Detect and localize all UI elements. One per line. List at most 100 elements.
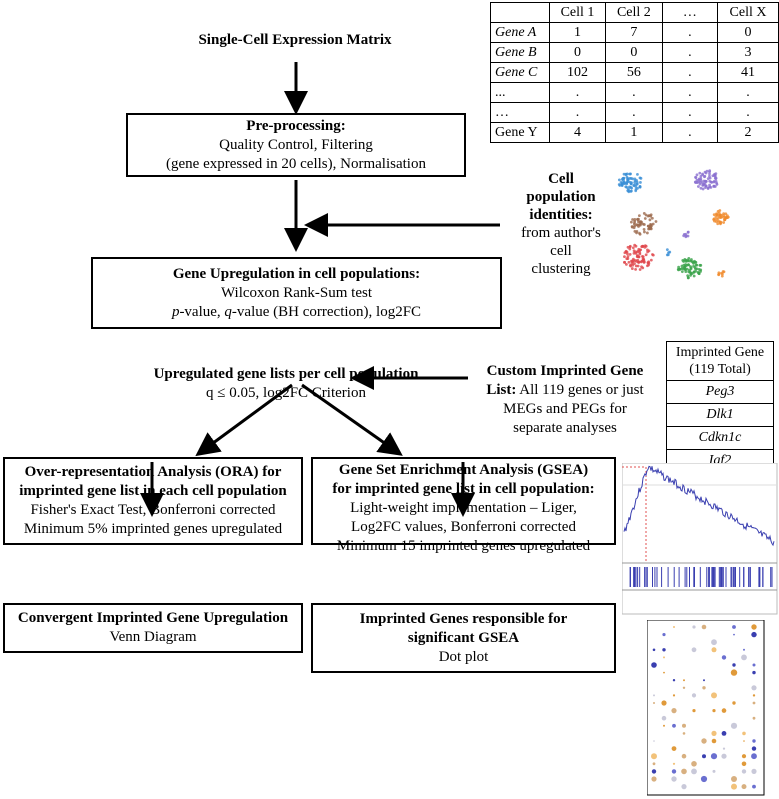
cluster-dot — [694, 175, 697, 179]
cluster-dot — [644, 244, 648, 248]
dot-plot-dot — [721, 731, 727, 736]
cluster-dot — [624, 262, 628, 266]
cluster-dot — [633, 217, 637, 221]
dot-plot-dot — [751, 631, 757, 638]
dot-plot-dot — [742, 731, 746, 736]
ora-line2: Minimum 5% imprinted genes upregulated — [23, 521, 283, 537]
matrix-cell-value: . — [661, 22, 719, 43]
cluster-dot — [627, 187, 630, 191]
cluster-dot — [630, 262, 634, 265]
dot-plot-frame — [647, 620, 765, 796]
cluster-dot — [667, 251, 670, 255]
dot-plot-dot — [671, 769, 677, 774]
dot-plot-dot — [661, 700, 667, 706]
cluster-dot — [678, 267, 682, 271]
custom-list-title-1: Custom Imprinted Gene — [486, 363, 644, 379]
matrix-cell-value: 0 — [548, 42, 607, 63]
cluster-dot — [714, 176, 718, 180]
dot-plot-dot — [663, 656, 665, 659]
cluster-dot — [629, 189, 633, 193]
dot-plot-dot — [732, 625, 736, 629]
matrix-gene-name: ... — [490, 82, 550, 103]
dot-plot-dot — [692, 709, 696, 713]
dot-plot-dot — [741, 761, 747, 767]
dot-plot-dot — [733, 633, 735, 636]
dot-plot-dot — [751, 753, 757, 760]
ora-title-2: imprinted gene list in each cell populat… — [19, 483, 287, 499]
dot-plot-dot — [721, 655, 727, 660]
cluster-dot — [634, 267, 637, 271]
cluster-dot — [686, 276, 690, 280]
cluster-dot — [716, 214, 720, 217]
dot-plot-dot — [752, 670, 756, 675]
upregulated-lists-line1: q ≤ 0.05, log2FC Criterion — [206, 385, 366, 401]
cluster-dot — [641, 254, 644, 258]
gsea-box: Gene Set Enrichment Analysis (GSEA) for … — [311, 457, 616, 554]
responsible-box: Imprinted Genes responsible for signific… — [311, 603, 616, 673]
ora-line1: Fisher's Exact Test, Bonferroni correcte… — [30, 502, 276, 518]
cluster-dot — [712, 179, 716, 183]
cluster-dot — [710, 180, 714, 184]
cluster-dot — [645, 231, 649, 235]
cluster-dot — [702, 183, 705, 187]
cluster-dot — [699, 270, 702, 273]
cluster-dot — [694, 263, 698, 267]
responsible-title-2: significant GSEA — [407, 629, 520, 646]
dot-plot-dot — [752, 716, 756, 720]
matrix-cell-value: 0 — [717, 22, 779, 43]
dot-plot-dot — [691, 693, 697, 698]
cluster-dot — [631, 218, 634, 221]
matrix-gene-name: Gene Y — [490, 122, 550, 143]
dot-plot-dot — [711, 738, 717, 744]
cluster-dot — [634, 185, 638, 188]
cluster-dot — [712, 184, 716, 188]
cluster-dot — [622, 172, 626, 176]
cluster-dot — [649, 214, 653, 218]
gsea-plot-frame — [622, 463, 778, 615]
preprocessing-line2: (gene expressed in 20 cells), Normalisat… — [166, 155, 426, 172]
cluster-dot — [635, 255, 639, 258]
arrow-to-ora — [195, 383, 293, 457]
matrix-cell-value: . — [717, 102, 779, 123]
ora-title-1: Over-representation Analysis (ORA) for — [24, 464, 282, 480]
upregulated-lists: Upregulated gene lists per cell populati… — [100, 365, 472, 403]
cluster-dot — [697, 272, 701, 276]
cluster-dot — [704, 171, 708, 175]
custom-list-text: Custom Imprinted Gene List: All 119 gene… — [470, 362, 660, 438]
cluster-dot — [635, 182, 638, 186]
dot-plot-image — [647, 620, 765, 796]
cluster-dot — [644, 253, 648, 257]
cluster-dot — [708, 172, 711, 176]
cluster-dot — [717, 273, 721, 277]
imprinted-gene-row: Peg3 — [666, 380, 774, 404]
matrix-cell-value: . — [661, 122, 719, 143]
matrix-title: Single-Cell Expression Matrix — [198, 32, 392, 48]
imprinted-gene-name: Cdkn1c — [666, 426, 774, 450]
cluster-dot — [709, 186, 713, 189]
cluster-dot — [684, 270, 688, 274]
matrix-cell-value: . — [661, 102, 719, 123]
dot-plot-dot — [741, 654, 747, 661]
dot-plot-dot — [691, 647, 697, 653]
cluster-dot — [646, 224, 650, 228]
cluster-dot — [640, 265, 643, 269]
cell-population-title-3: identities: — [529, 207, 593, 223]
cluster-dot — [646, 264, 649, 268]
cell-population-line2: cell — [550, 243, 572, 259]
cluster-dot — [721, 270, 725, 273]
cluster-dot — [654, 220, 658, 223]
upregulation-line1: Wilcoxon Rank-Sum test — [220, 284, 373, 301]
dot-plot-dot — [682, 732, 686, 735]
cell-population-title-2: population — [526, 189, 596, 205]
cluster-dot — [683, 266, 687, 269]
cluster-dot — [631, 257, 635, 261]
cluster-dot — [685, 267, 689, 271]
cluster-dot — [720, 274, 724, 278]
cluster-dot — [642, 228, 646, 231]
matrix-cell-value: 41 — [717, 62, 779, 83]
cluster-dot — [724, 212, 728, 216]
imprinted-gene-row: Dlk1 — [666, 403, 774, 427]
cluster-dot — [636, 186, 639, 190]
